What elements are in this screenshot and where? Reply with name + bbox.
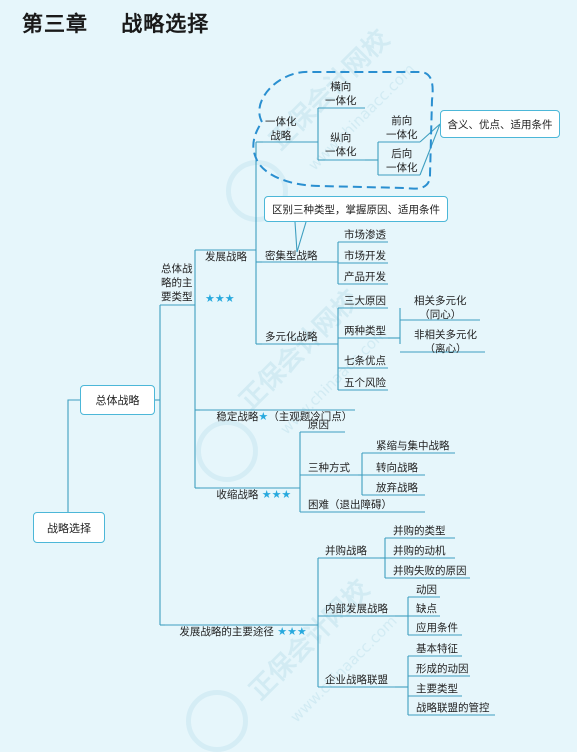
retrenchment-strategy: 收缩战略 ★★★ [203,474,291,516]
development-text: 发展战略 [205,251,247,263]
two-types: 两种类型 [344,325,386,337]
exit-difficulty: 困难（退出障碍） [308,499,392,511]
star-rating: ★★★ [205,292,235,305]
stability-strategy: 稳定战略★（主观题冷门点） [203,396,352,438]
intensive-note: 区别三种类型，掌握原因、适用条件 [264,196,448,222]
star-rating: ★★★ [277,625,307,638]
three-methods: 三种方式 [308,462,350,474]
alliance-features: 基本特征 [416,643,458,655]
vertical-integration: 纵向 一体化 [325,132,357,158]
tighten-concentrate: 紧缩与集中战略 [376,440,450,452]
seven-advantages: 七条优点 [344,355,386,367]
strategic-alliance: 企业战略联盟 [325,674,388,686]
mna-failure: 并购失败的原因 [393,565,467,577]
star-rating: ★ [258,410,269,423]
alliance-control: 战略联盟的管控 [416,702,490,714]
internal-conditions: 应用条件 [416,622,458,634]
product-development: 产品开发 [344,271,386,283]
horizontal-integration: 横向 一体化 [325,81,357,107]
development-strategy-label: 发展战略 ★★★ [205,222,247,334]
turnaround: 转向战略 [376,462,418,474]
related-diversification: 相关多元化 （同心） [414,295,467,321]
alliance-types: 主要类型 [416,683,458,695]
alliance-motives: 形成的动因 [416,663,469,675]
reasons: 原因 [308,419,329,431]
overall-types-label: 总体战 略的主 要类型 [161,263,193,303]
backward-integration: 后向 一体化 [386,148,418,174]
internal-development: 内部发展战略 [325,603,388,615]
mna-types: 并购的类型 [393,525,446,537]
stability-note: （主观题冷门点） [268,411,353,423]
mna-motives: 并购的动机 [393,545,446,557]
market-development: 市场开发 [344,250,386,262]
three-reasons: 三大原因 [344,295,386,307]
main-routes: 发展战略的主要途径 ★★★ [166,611,307,653]
internal-motives: 动因 [416,584,437,596]
root-node: 战略选择 [33,512,105,543]
main-routes-text: 发展战略的主要途径 [179,626,274,638]
unrelated-diversification: 非相关多元化 （离心） [414,329,477,355]
page-title: 第三章 战略选择 [22,12,210,36]
divestment: 放弃战略 [376,482,418,494]
star-rating: ★★★ [261,488,292,501]
integration-note: 含义、优点、适用条件 [440,110,560,138]
integration-label: 一体化 战略 [265,116,297,142]
overall-strategy-node: 总体战略 [80,385,155,415]
mna-strategy: 并购战略 [325,545,367,557]
forward-integration: 前向 一体化 [386,115,418,141]
internal-cons: 缺点 [416,603,437,615]
five-risks: 五个风险 [344,377,386,389]
market-penetration: 市场渗透 [344,229,386,241]
retrenchment-text: 收缩战略 [216,489,259,501]
intensive-strategy: 密集型战略 [265,250,318,262]
diversification-strategy: 多元化战略 [265,331,318,343]
stability-text: 稳定战略 [216,411,259,423]
